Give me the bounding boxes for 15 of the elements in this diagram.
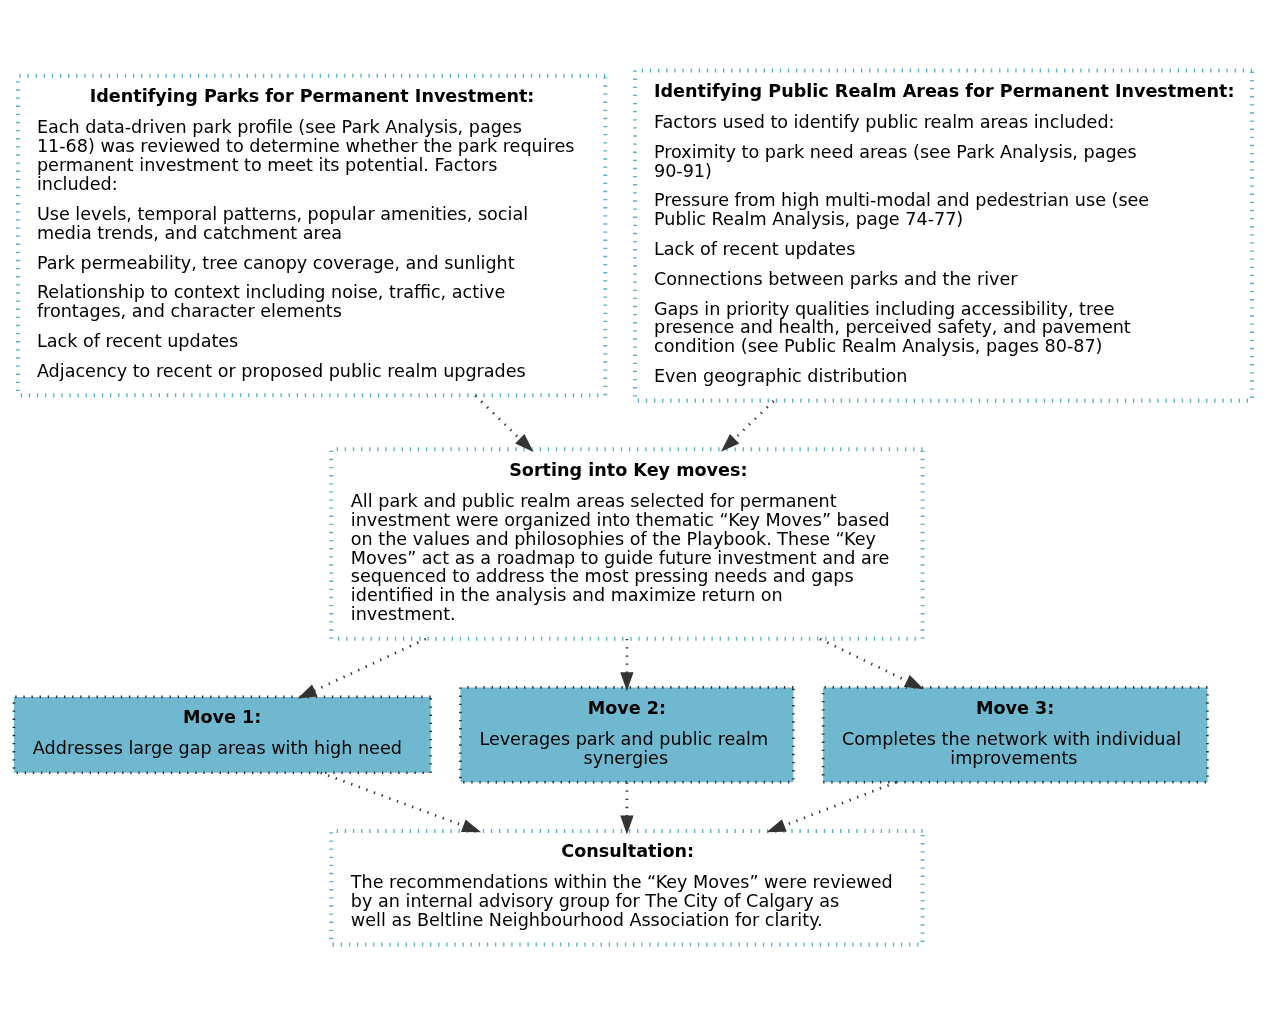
node-box: Sorting into Key moves: All park and public realm areas selected for permanent investment were organized into thematic “Key Moves” based on the values and philosophies of the Playbook. These “Key Moves” act as a roadmap to guide future investment and are sequenced to address the most pressing needs and gaps identified in the analysis and maximize return on investment. — [329, 446, 925, 641]
arrow — [297, 637, 427, 698]
node-box: Identifying Public Realm Areas for Permanent Investment: Factors used to identify public realm areas included: Proximity to park need areas (see Park Analysis, pages 90-91) Pressure from high multi-modal and pedestrian use (see Public Realm Analysis, page 74-77) Lack of recent updates Connections between parks and the river Gaps in priority qualities including accessibility, tree presence and health, perceived safety, and pavement condition (see Public Realm Analysis, pages 80-87) Even geographic distribution — [633, 67, 1255, 403]
arrow — [766, 780, 897, 832]
node-box: Move 1: Addresses large gap areas with high need — [12, 695, 433, 774]
arrow — [620, 782, 634, 835]
arrow — [720, 399, 775, 452]
arrow — [474, 394, 534, 452]
arrow — [819, 637, 924, 689]
node-box: Consultation: The recommendations within the “Key Moves” were reviewed by an internal advisory group for The City of Calgary as well as Beltline Neighbourhood Association for clarity. — [329, 828, 925, 947]
node-box: Identifying Parks for Permanent Investment: Each data-driven park profile (see Park Analysis, pages 11-68) was reviewed to determine whether the park requires permanent investment to meet its potential. Factors included: Use levels, temporal patterns, popular amenities, social media trends, and catchment area Park permeability, tree canopy coverage, and sunlight Relationship to context including noise, traffic, active frontages, and character elements Lack of recent updates Adjacency to recent or proposed public realm upgrades — [15, 73, 608, 397]
node-box: Move 2: Leverages park and public realm synergies — [459, 685, 795, 784]
arrow — [320, 770, 482, 832]
node-box: Move 3: Completes the network with individual improvements — [821, 685, 1209, 784]
arrow — [620, 638, 634, 691]
